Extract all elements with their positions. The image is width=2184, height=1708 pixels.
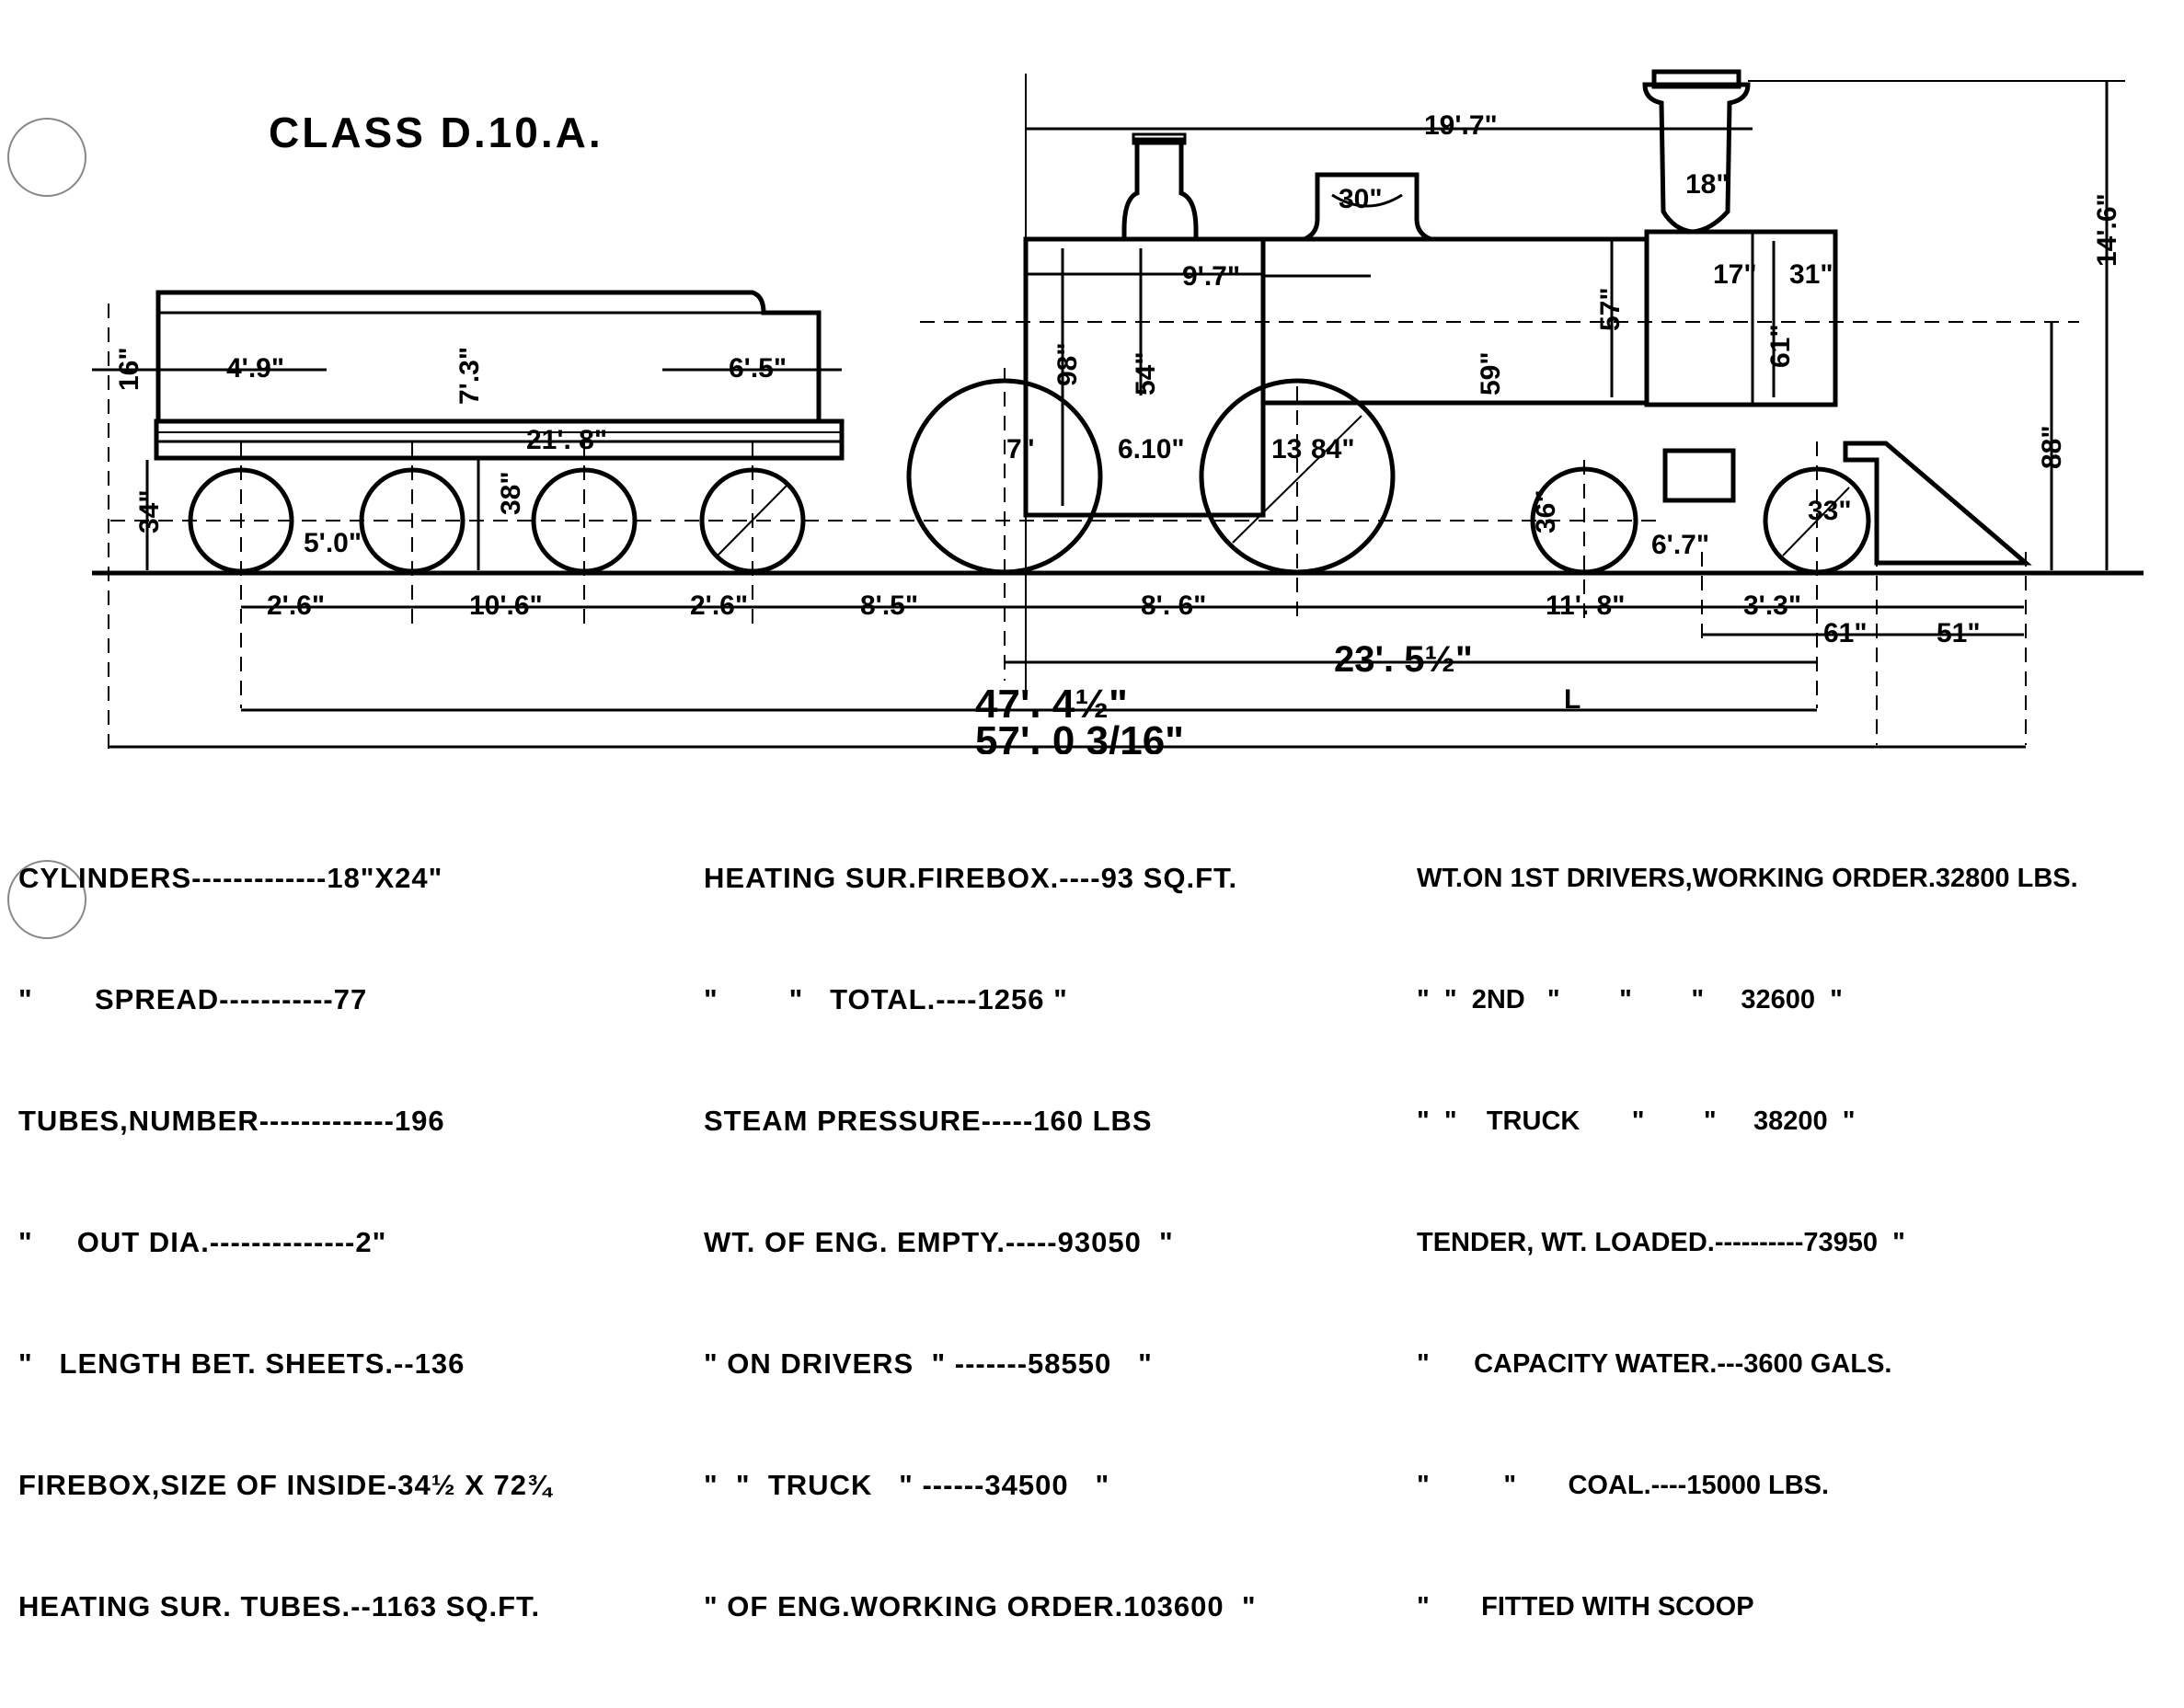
dim-tender-a: 4'.9" [226, 353, 284, 384]
locomotive-drawing-sheet: CLASS D.10.A. [7, 69, 2144, 1622]
dim-firebox-width: 19'.7" [1424, 110, 1498, 141]
tender [154, 290, 845, 574]
class-title: CLASS D.10.A. [269, 109, 603, 156]
dim-stack: 18" [1685, 169, 1730, 200]
tender-tank [155, 290, 822, 424]
spec-middle-row: " ON DRIVERS " -------58550 " [704, 1347, 1153, 1380]
dim-truck-wheel: 36" [1531, 489, 1561, 533]
dim-firebox-height: 54" [1131, 351, 1161, 395]
dim-cab: 98" [1052, 342, 1083, 386]
dim-g: 3'.3" [1743, 590, 1801, 621]
spec-middle-row: " " TOTAL.----1256 " [704, 983, 1068, 1015]
spec-middle-row: STEAM PRESSURE-----160 LBS [704, 1105, 1153, 1137]
dim-truck-spacing: 6'.7" [1651, 530, 1709, 560]
chimney [1642, 82, 1751, 235]
dim-tender-side: 16" [114, 347, 144, 391]
dim-i: 51" [1937, 618, 1981, 648]
dim-engine-wheelbase: 23'. 5½" [1334, 639, 1473, 680]
dim-b: 10'.6" [469, 590, 543, 621]
dim-h: 61" [1823, 618, 1868, 648]
spec-column-middle: HEATING SUR.FIREBOX.----93 SQ.FT. " " TO… [704, 777, 1366, 1708]
spec-right-row: " FITTED WITH SCOOP [1417, 1592, 1754, 1622]
pilot [1843, 441, 2032, 566]
punch-hole-top [7, 118, 86, 197]
dim-driver-a: 7" [1006, 434, 1035, 464]
punch-hole-bottom [7, 860, 86, 939]
spec-left-row: " SPREAD-----------77 [18, 983, 368, 1015]
spec-middle-row: " " TRUCK " ------34500 " [704, 1469, 1110, 1501]
smokebox [1644, 229, 1838, 407]
spec-column-left: CYLINDERS-------------18"X24" " SPREAD--… [18, 777, 653, 1708]
spec-column-right: WT.ON 1ST DRIVERS,WORKING ORDER.32800 LB… [1417, 777, 2171, 1708]
dim-driver-dia: 84" [1311, 434, 1355, 464]
dim-driver-spacing: 6.10" [1118, 434, 1185, 464]
driving-wheel-2 [1199, 378, 1396, 575]
dim-total-b: 57'. 0 3/16" [975, 718, 1184, 754]
spec-middle-row: WT. OF ENG. EMPTY.-----93050 " [704, 1226, 1174, 1258]
dim-dome: 30" [1339, 184, 1383, 214]
dim-truck-dia: 33" [1808, 496, 1852, 526]
dim-driver-b: 13 [1271, 434, 1302, 464]
dim-d: 8'.5" [860, 590, 918, 621]
dim-smokebox-c: 61" [1765, 324, 1796, 368]
dim-tender-wheel: 34" [134, 489, 165, 533]
spec-left-row: " LENGTH BET. SHEETS.--136 [18, 1347, 466, 1380]
cab-stack [1121, 137, 1199, 242]
locomotive-diagram: CLASS D.10.A. [92, 69, 2144, 754]
dim-center-height: 88" [2037, 425, 2067, 469]
spec-middle-row: HEATING SUR.FIREBOX.----93 SQ.FT. [704, 862, 1238, 894]
sand-dome [1303, 172, 1432, 242]
dim-tender-height: 7'.3" [454, 347, 485, 405]
dim-a: 2'.6" [267, 590, 325, 621]
spec-left-row: " OUT DIA.--------------2" [18, 1226, 387, 1258]
dim-e: 8'. 6" [1141, 590, 1206, 621]
spec-left-row: HEATING SUR. TUBES.--1163 SQ.FT. [18, 1590, 541, 1622]
spec-right-row: TENDER, WT. LOADED.----------73950 " [1417, 1228, 1905, 1257]
spec-right-row: WT.ON 1ST DRIVERS,WORKING ORDER.32800 LB… [1417, 864, 2078, 893]
dimension-labels: 14'.6" 19'.7" 30" 18" 17" 31" 61" 9'.7" … [114, 110, 2122, 754]
dim-f: 11'. 8" [1546, 590, 1625, 621]
dim-boiler-dia: 59" [1476, 351, 1506, 395]
spec-right-row: " " 2ND " " " 32600 " [1417, 985, 1843, 1014]
spec-left-row: FIREBOX,SIZE OF INSIDE-34½ X 72¾ [18, 1469, 552, 1501]
dim-total-a: 47'. 4½" [975, 682, 1128, 727]
spec-left-row: TUBES,NUMBER-------------196 [18, 1105, 445, 1137]
dim-tender-b: 6'.5" [729, 353, 787, 384]
dim-smokebox-a: 17" [1713, 259, 1757, 290]
dim-tender-wheelbase-c: 5'.0" [304, 528, 362, 558]
spec-right-row: " " COAL.----15000 LBS. [1417, 1471, 1830, 1500]
dimension-lines [92, 74, 2125, 754]
tender-frame [154, 418, 845, 461]
spec-left-row: CYLINDERS-------------18"X24" [18, 862, 443, 894]
dim-boiler-height: 57" [1595, 287, 1626, 331]
dim-tender-d: 38" [496, 471, 526, 515]
dim-tender-length: 21'. 8" [526, 425, 607, 455]
spec-right-row: " CAPACITY WATER.---3600 GALS. [1417, 1349, 1892, 1379]
cylinder [1662, 448, 1736, 503]
dim-overall-height: 14'.6" [2092, 193, 2122, 267]
dim-c: 2'.6" [690, 590, 748, 621]
spec-right-row: " " TRUCK " " 38200 " [1417, 1106, 1856, 1136]
spec-middle-row: " OF ENG.WORKING ORDER.103600 " [704, 1590, 1257, 1622]
dim-marker-l: L [1564, 684, 1581, 715]
dim-boiler-length: 9'.7" [1182, 261, 1240, 292]
dim-smokebox-b: 31" [1789, 259, 1833, 290]
